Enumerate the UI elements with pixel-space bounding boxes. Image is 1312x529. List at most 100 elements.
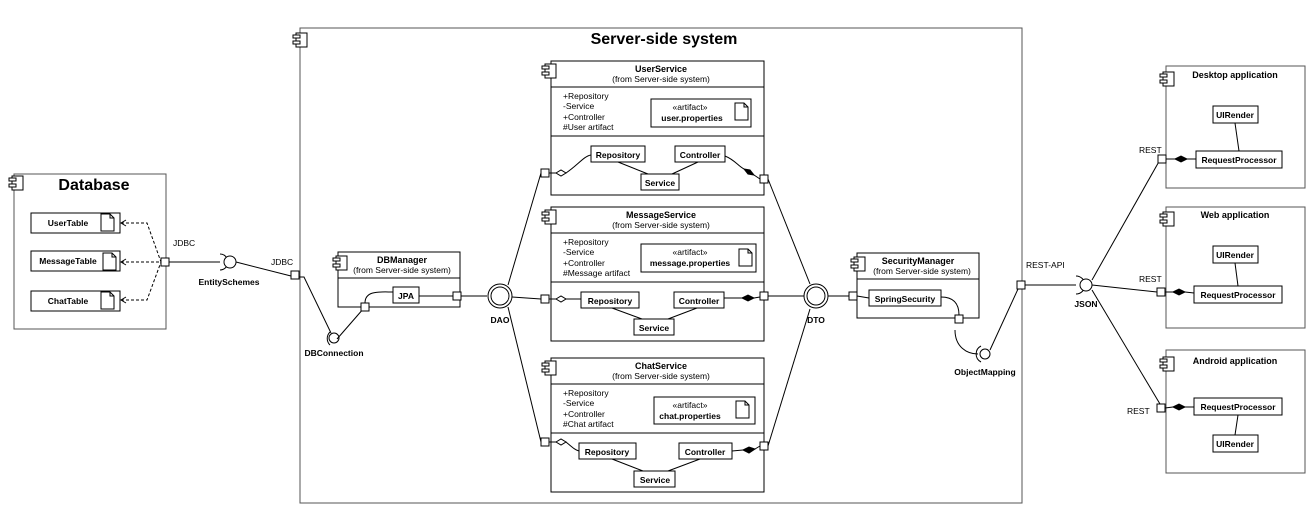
service-subtitle: (from Server-side system) xyxy=(612,371,710,381)
chatservice-component: ChatService (from Server-side system) +R… xyxy=(540,357,769,493)
dbmanager-title: DBManager xyxy=(377,255,428,265)
port xyxy=(290,270,300,280)
attribute: +Controller xyxy=(563,409,605,419)
service-part xyxy=(633,318,675,336)
document-icon xyxy=(735,400,750,419)
db-connection-label: DBConnection xyxy=(304,348,363,358)
artifact-name: user.properties xyxy=(661,113,723,123)
part-label: Controller xyxy=(685,447,726,457)
service-title: MessageService xyxy=(626,210,696,220)
port xyxy=(360,302,370,312)
port xyxy=(452,291,462,301)
android-application-component: Android application RequestProcessor UIR… xyxy=(1127,349,1306,474)
part-label: UIRender xyxy=(1216,250,1254,260)
springsecurity-label: SpringSecurity xyxy=(875,294,936,304)
controller-part xyxy=(673,291,725,309)
table-messagetable xyxy=(30,250,121,272)
securitymanager-component: SecurityManager (from Server-side system… xyxy=(848,252,980,324)
port xyxy=(759,291,769,301)
stereotype: «artifact» xyxy=(673,102,708,112)
port xyxy=(540,294,550,304)
service-subtitle: (from Server-side system) xyxy=(612,220,710,230)
rest-api-label: REST-API xyxy=(1026,260,1065,270)
service-title: UserService xyxy=(635,64,687,74)
component-icon xyxy=(1159,71,1175,87)
document-icon xyxy=(100,213,115,232)
repository-part xyxy=(580,291,640,309)
object-mapping-interface: ObjectMapping REST-API xyxy=(954,260,1064,377)
artifact-name: message.properties xyxy=(650,258,731,268)
port xyxy=(1156,287,1166,297)
client-title: Web application xyxy=(1201,210,1270,220)
part-label: Service xyxy=(645,178,676,188)
attribute: #Chat artifact xyxy=(563,419,614,429)
service-title: ChatService xyxy=(635,361,687,371)
attribute: +Controller xyxy=(563,258,605,268)
table-usertable xyxy=(30,212,121,234)
part-label: Repository xyxy=(588,296,633,306)
dto-interface: DTO xyxy=(767,178,849,447)
part-label: Controller xyxy=(679,296,720,306)
dao-interface: DAO xyxy=(461,172,542,443)
attribute: +Repository xyxy=(563,237,609,247)
port xyxy=(759,441,769,451)
document-icon xyxy=(100,291,115,310)
artifact xyxy=(650,98,752,128)
port xyxy=(540,437,550,447)
attribute: -Service xyxy=(563,398,594,408)
component-icon xyxy=(1159,356,1175,372)
part-label: UIRender xyxy=(1216,110,1254,120)
part-label: RequestProcessor xyxy=(1200,290,1276,300)
jdbc-label-left: JDBC xyxy=(173,238,195,248)
entity-schemes-interface: EntitySchemes JDBC xyxy=(169,253,300,287)
json-label: JSON xyxy=(1074,299,1097,309)
stereotype: «artifact» xyxy=(673,400,708,410)
table-label: MessageTable xyxy=(39,256,97,266)
part-label: Controller xyxy=(680,150,721,160)
port xyxy=(759,174,769,184)
database-component: Database UserTable MessageTable ChatTabl… xyxy=(8,173,195,330)
userservice-component: UserService (from Server-side system) +R… xyxy=(540,60,769,196)
part-label: Repository xyxy=(596,150,641,160)
port xyxy=(1016,280,1026,290)
port xyxy=(848,291,858,301)
attribute: -Service xyxy=(563,247,594,257)
client-title: Desktop application xyxy=(1192,70,1278,80)
part-label: RequestProcessor xyxy=(1200,402,1276,412)
document-icon xyxy=(738,248,753,267)
jdbc-label-right: JDBC xyxy=(271,257,293,267)
client-title: Android application xyxy=(1193,356,1278,366)
attribute: +Controller xyxy=(563,112,605,122)
attribute: #User artifact xyxy=(563,122,614,132)
db-connection-interface: DBConnection xyxy=(299,276,365,358)
stereotype: «artifact» xyxy=(673,247,708,257)
dbmanager-component: DBManager (from Server-side system) JPA xyxy=(332,251,462,312)
port xyxy=(954,314,964,324)
component-icon xyxy=(8,175,24,191)
attribute: -Service xyxy=(563,101,594,111)
port xyxy=(540,168,550,178)
service-part xyxy=(640,173,680,191)
port xyxy=(1156,403,1166,413)
table-chattable xyxy=(30,290,121,312)
artifact-name: chat.properties xyxy=(659,411,721,421)
server-title: Server-side system xyxy=(591,31,738,48)
controller-part xyxy=(674,145,726,163)
entity-schemes-label: EntitySchemes xyxy=(199,277,260,287)
service-subtitle: (from Server-side system) xyxy=(612,74,710,84)
jpa-part xyxy=(392,286,420,304)
part-label: Service xyxy=(640,475,671,485)
component-icon xyxy=(292,32,308,48)
part-label: UIRender xyxy=(1216,439,1254,449)
port xyxy=(160,257,170,267)
service-part xyxy=(633,470,676,488)
rest-label: REST xyxy=(1139,145,1162,155)
attribute: #Message artifact xyxy=(563,268,631,278)
security-subtitle: (from Server-side system) xyxy=(873,266,971,276)
security-title: SecurityManager xyxy=(882,256,955,266)
json-interface: JSON xyxy=(1025,157,1162,405)
object-mapping-label: ObjectMapping xyxy=(954,367,1015,377)
part-label: Service xyxy=(639,323,670,333)
dependency-arrow xyxy=(121,261,162,301)
document-icon xyxy=(734,102,749,121)
